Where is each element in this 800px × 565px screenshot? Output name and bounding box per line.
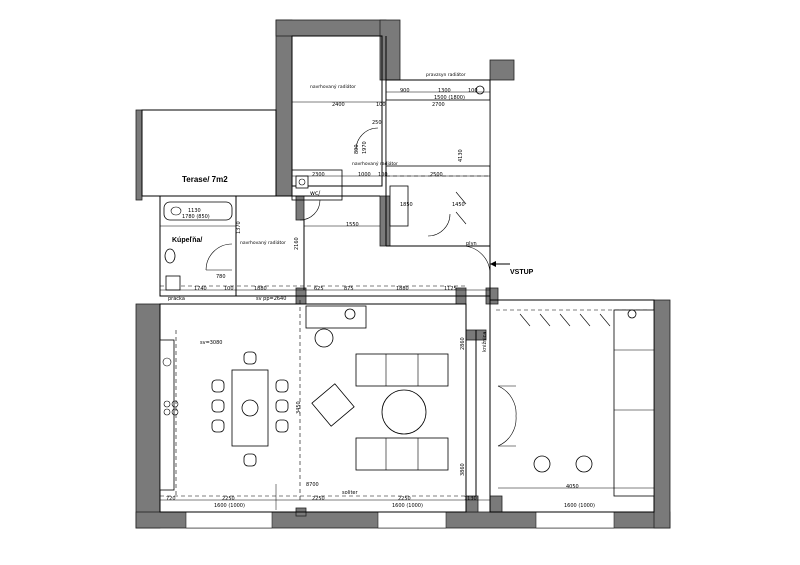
dim-100-a: 100 [376, 102, 386, 108]
dim-1970: 1970 [362, 141, 368, 154]
wc-label: wc/ [310, 190, 321, 197]
dim-780: 780 [216, 274, 226, 280]
dim-3450: 3450 [296, 401, 302, 414]
entrance-label: VSTUP [510, 269, 534, 276]
entrance-arrow [490, 261, 510, 267]
dimension-labels: 2400 100 900 1300 100 1500 (1800) 2700 2… [166, 88, 595, 509]
dim-2400: 2400 [332, 102, 345, 108]
ceiling-height-label-2: sv=3080 [200, 340, 222, 346]
dim-1300: 1300 [438, 88, 451, 94]
dim-875: 875 [344, 286, 354, 292]
dim-1450: 1450 [452, 202, 465, 208]
sofa-bottom [355, 437, 449, 471]
radiator-label-mid: navrhovaný radiátor [352, 160, 398, 167]
dim-1000: 1000 [358, 172, 371, 178]
dim-1880-a: 1880 [254, 286, 267, 292]
door-swings [205, 127, 517, 447]
dim-2300: 2300 [312, 172, 325, 178]
bedroom-furniture [385, 85, 491, 227]
radiator-label-top: navrhovaný radiátor [310, 83, 356, 90]
dim-1500-1800: 1500 (1800) [434, 95, 465, 101]
armchair [311, 383, 355, 427]
radiator-label-hall: navrhovaný radiátor [240, 239, 286, 246]
window-note-label: pravzsyn radiátor [426, 71, 466, 78]
toilet-bath [164, 248, 181, 291]
dim-720: 720 [166, 496, 176, 502]
dim-2250-b: 2250 [312, 496, 325, 502]
desk-area [305, 305, 367, 348]
kitchen-counter [159, 339, 179, 491]
bed-area [533, 309, 655, 497]
dim-1600-c: 1600 (1000) [564, 503, 595, 509]
washer-label: práčka [168, 295, 185, 302]
dim-1880-b: 1880 [396, 286, 409, 292]
dim-100-c: 100 [378, 172, 388, 178]
gas-label: plyn [466, 241, 477, 247]
ceiling-height-label-1: sv pp=2640 [256, 296, 286, 302]
dim-1370: 1370 [236, 221, 242, 234]
coffee-table [381, 389, 427, 435]
dim-100-b: 100 [468, 88, 478, 94]
dim-1550: 1550 [346, 222, 359, 228]
dim-1600-b: 1600 (1000) [392, 503, 423, 509]
dim-100-d: 100 [224, 286, 234, 292]
dim-1850: 1850 [400, 202, 413, 208]
dim-2860: 2860 [460, 337, 466, 350]
dim-1600-a: 1600 (1000) [214, 503, 245, 509]
dim-250: 250 [372, 120, 382, 126]
library-label: knižnica [481, 332, 488, 352]
wardrobe-hatch [455, 191, 611, 327]
dim-1130-b: 1130 [464, 496, 477, 502]
dim-2250-a: 2250 [222, 496, 235, 502]
bathtub [163, 201, 233, 221]
solitaire-label: soliter [342, 490, 358, 496]
dim-1740: 1740 [194, 286, 207, 292]
dim-3860: 3860 [460, 463, 466, 476]
dim-900: 900 [400, 88, 410, 94]
walls [135, 19, 671, 529]
wc-fixtures [295, 175, 309, 189]
dim-1780: 1780 (850) [182, 214, 210, 220]
dim-2500: 2500 [430, 172, 443, 178]
dim-800: 800 [354, 144, 360, 154]
dining-table [211, 351, 289, 467]
dim-1130: 1130 [188, 208, 201, 214]
dim-4130: 4130 [458, 149, 464, 162]
sofa-top [355, 353, 449, 387]
dim-2250-c: 2250 [398, 496, 411, 502]
dim-625: 625 [314, 286, 324, 292]
dimension-lines [160, 91, 654, 510]
bathroom-label: Kúpeľňa/ [172, 237, 202, 244]
dim-1125: 1125 [444, 286, 457, 292]
dim-8700: 8700 [306, 482, 319, 488]
dim-4050: 4050 [566, 484, 579, 490]
dim-2700: 2700 [432, 102, 445, 108]
terrace-label: Terase/ 7m2 [182, 175, 228, 184]
dim-2160: 2160 [294, 237, 300, 250]
